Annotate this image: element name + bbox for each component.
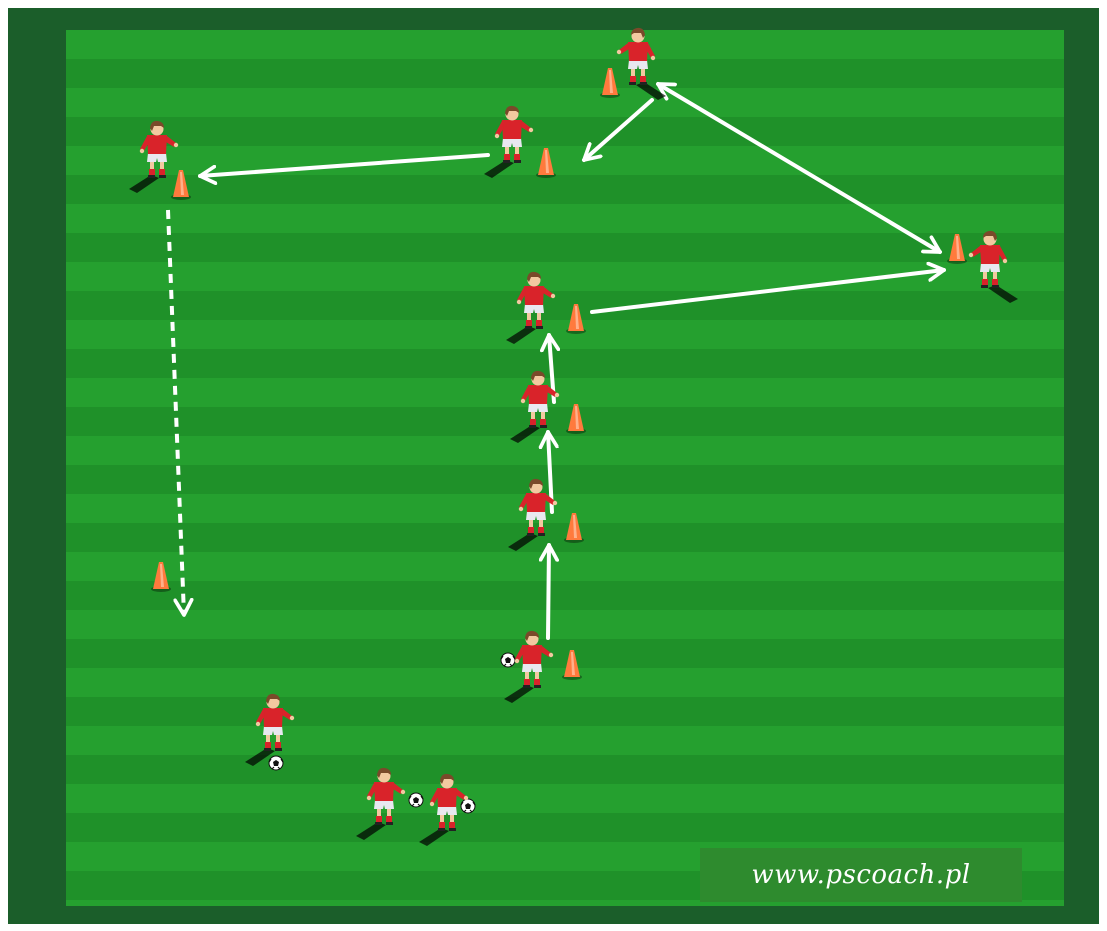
arrow-left-run-down [166, 209, 184, 615]
p-top-right-corner [616, 27, 666, 100]
cone [947, 234, 967, 264]
p-column-second [510, 370, 560, 443]
cone [564, 513, 584, 543]
cone [600, 68, 620, 98]
pitch-stripe [66, 581, 1064, 610]
cone [566, 304, 586, 334]
pitch-stripe [66, 407, 1064, 436]
p-waiting-left [245, 693, 295, 766]
pitch [66, 30, 1064, 906]
pitch-stripe [66, 639, 1064, 668]
p-top-middle [484, 105, 534, 178]
ball [268, 755, 284, 771]
arrow-middle-to-left [198, 153, 490, 176]
pitch-stripe [66, 755, 1064, 784]
pitch-stripe [66, 349, 1064, 378]
cone [171, 170, 191, 200]
cones [151, 68, 967, 680]
balls [268, 652, 516, 814]
cone [562, 650, 582, 680]
watermark-text: www.pscoach.pl [751, 860, 971, 890]
pitch-stripe [66, 175, 1064, 204]
p-top-left [129, 120, 179, 193]
ball [460, 798, 476, 814]
p-waiting-right [419, 773, 469, 846]
arrow-right-to-top-corner [656, 82, 942, 254]
p-column-top [506, 271, 556, 344]
arrows [166, 82, 946, 640]
ball [408, 792, 424, 808]
pitch-stripe [66, 813, 1064, 842]
watermark-badge: www.pscoach.pl [700, 848, 1022, 902]
pitch-stripe [66, 291, 1064, 320]
pitch-stripe [66, 697, 1064, 726]
pitch-stripe [66, 465, 1064, 494]
arrow-to-right-wide [590, 270, 946, 314]
cone [566, 404, 586, 434]
pitch-stripe [66, 59, 1064, 88]
pitch-stripe [66, 523, 1064, 552]
players [129, 27, 1018, 846]
cone [536, 148, 556, 178]
p-column-third [508, 478, 558, 551]
p-right-wide [968, 230, 1018, 303]
p-waiting-mid [356, 767, 406, 840]
arrow-top-corner-to-middle [582, 98, 654, 162]
cone [151, 562, 171, 592]
pitch-stripe [66, 117, 1064, 146]
p-column-start [504, 630, 554, 703]
arrow-column-1 [548, 543, 549, 640]
ball [500, 652, 516, 668]
